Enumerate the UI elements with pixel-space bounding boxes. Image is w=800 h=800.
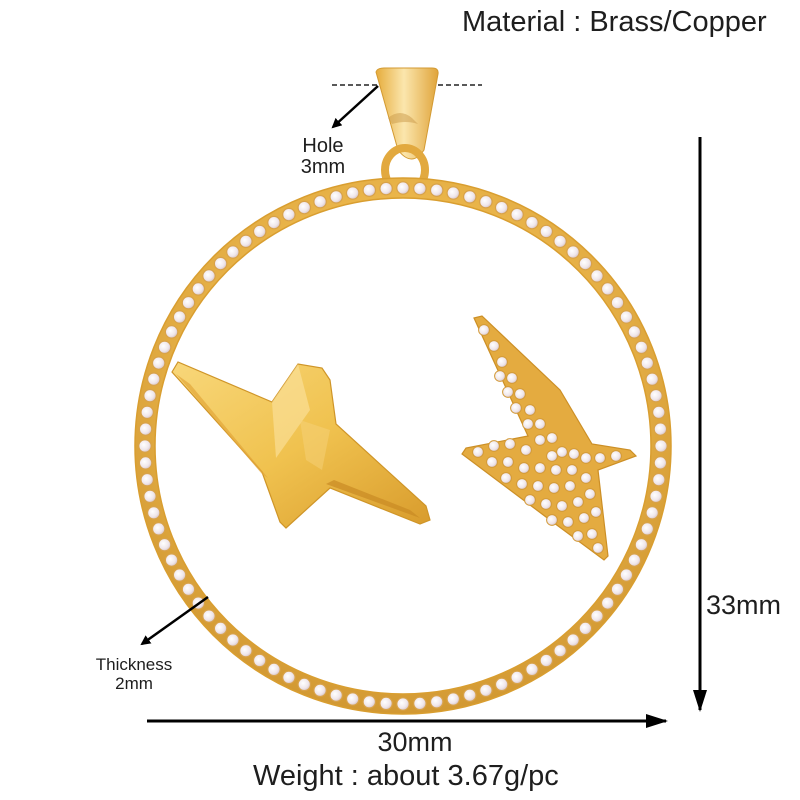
pave-ring — [134, 177, 672, 715]
width-dimension-label: 30mm — [377, 727, 453, 757]
thickness-arrow — [140, 595, 209, 646]
pave-lightning-bolt — [461, 315, 638, 561]
hole-arrow — [331, 85, 379, 129]
hole-title: Hole — [302, 135, 344, 157]
thickness-label: Thickness 2mm — [84, 655, 184, 693]
material-label: Material : Brass/Copper — [462, 6, 767, 38]
thickness-title: Thickness — [95, 655, 173, 674]
weight-label: Weight : about 3.67g/pc — [253, 760, 559, 792]
hole-label: Hole 3mm — [294, 136, 352, 178]
height-dimension-label: 33mm — [706, 590, 782, 620]
thickness-value: 2mm — [115, 674, 153, 693]
bail — [375, 67, 439, 196]
hole-value: 3mm — [300, 156, 346, 178]
polished-lightning-bolt — [171, 361, 431, 529]
